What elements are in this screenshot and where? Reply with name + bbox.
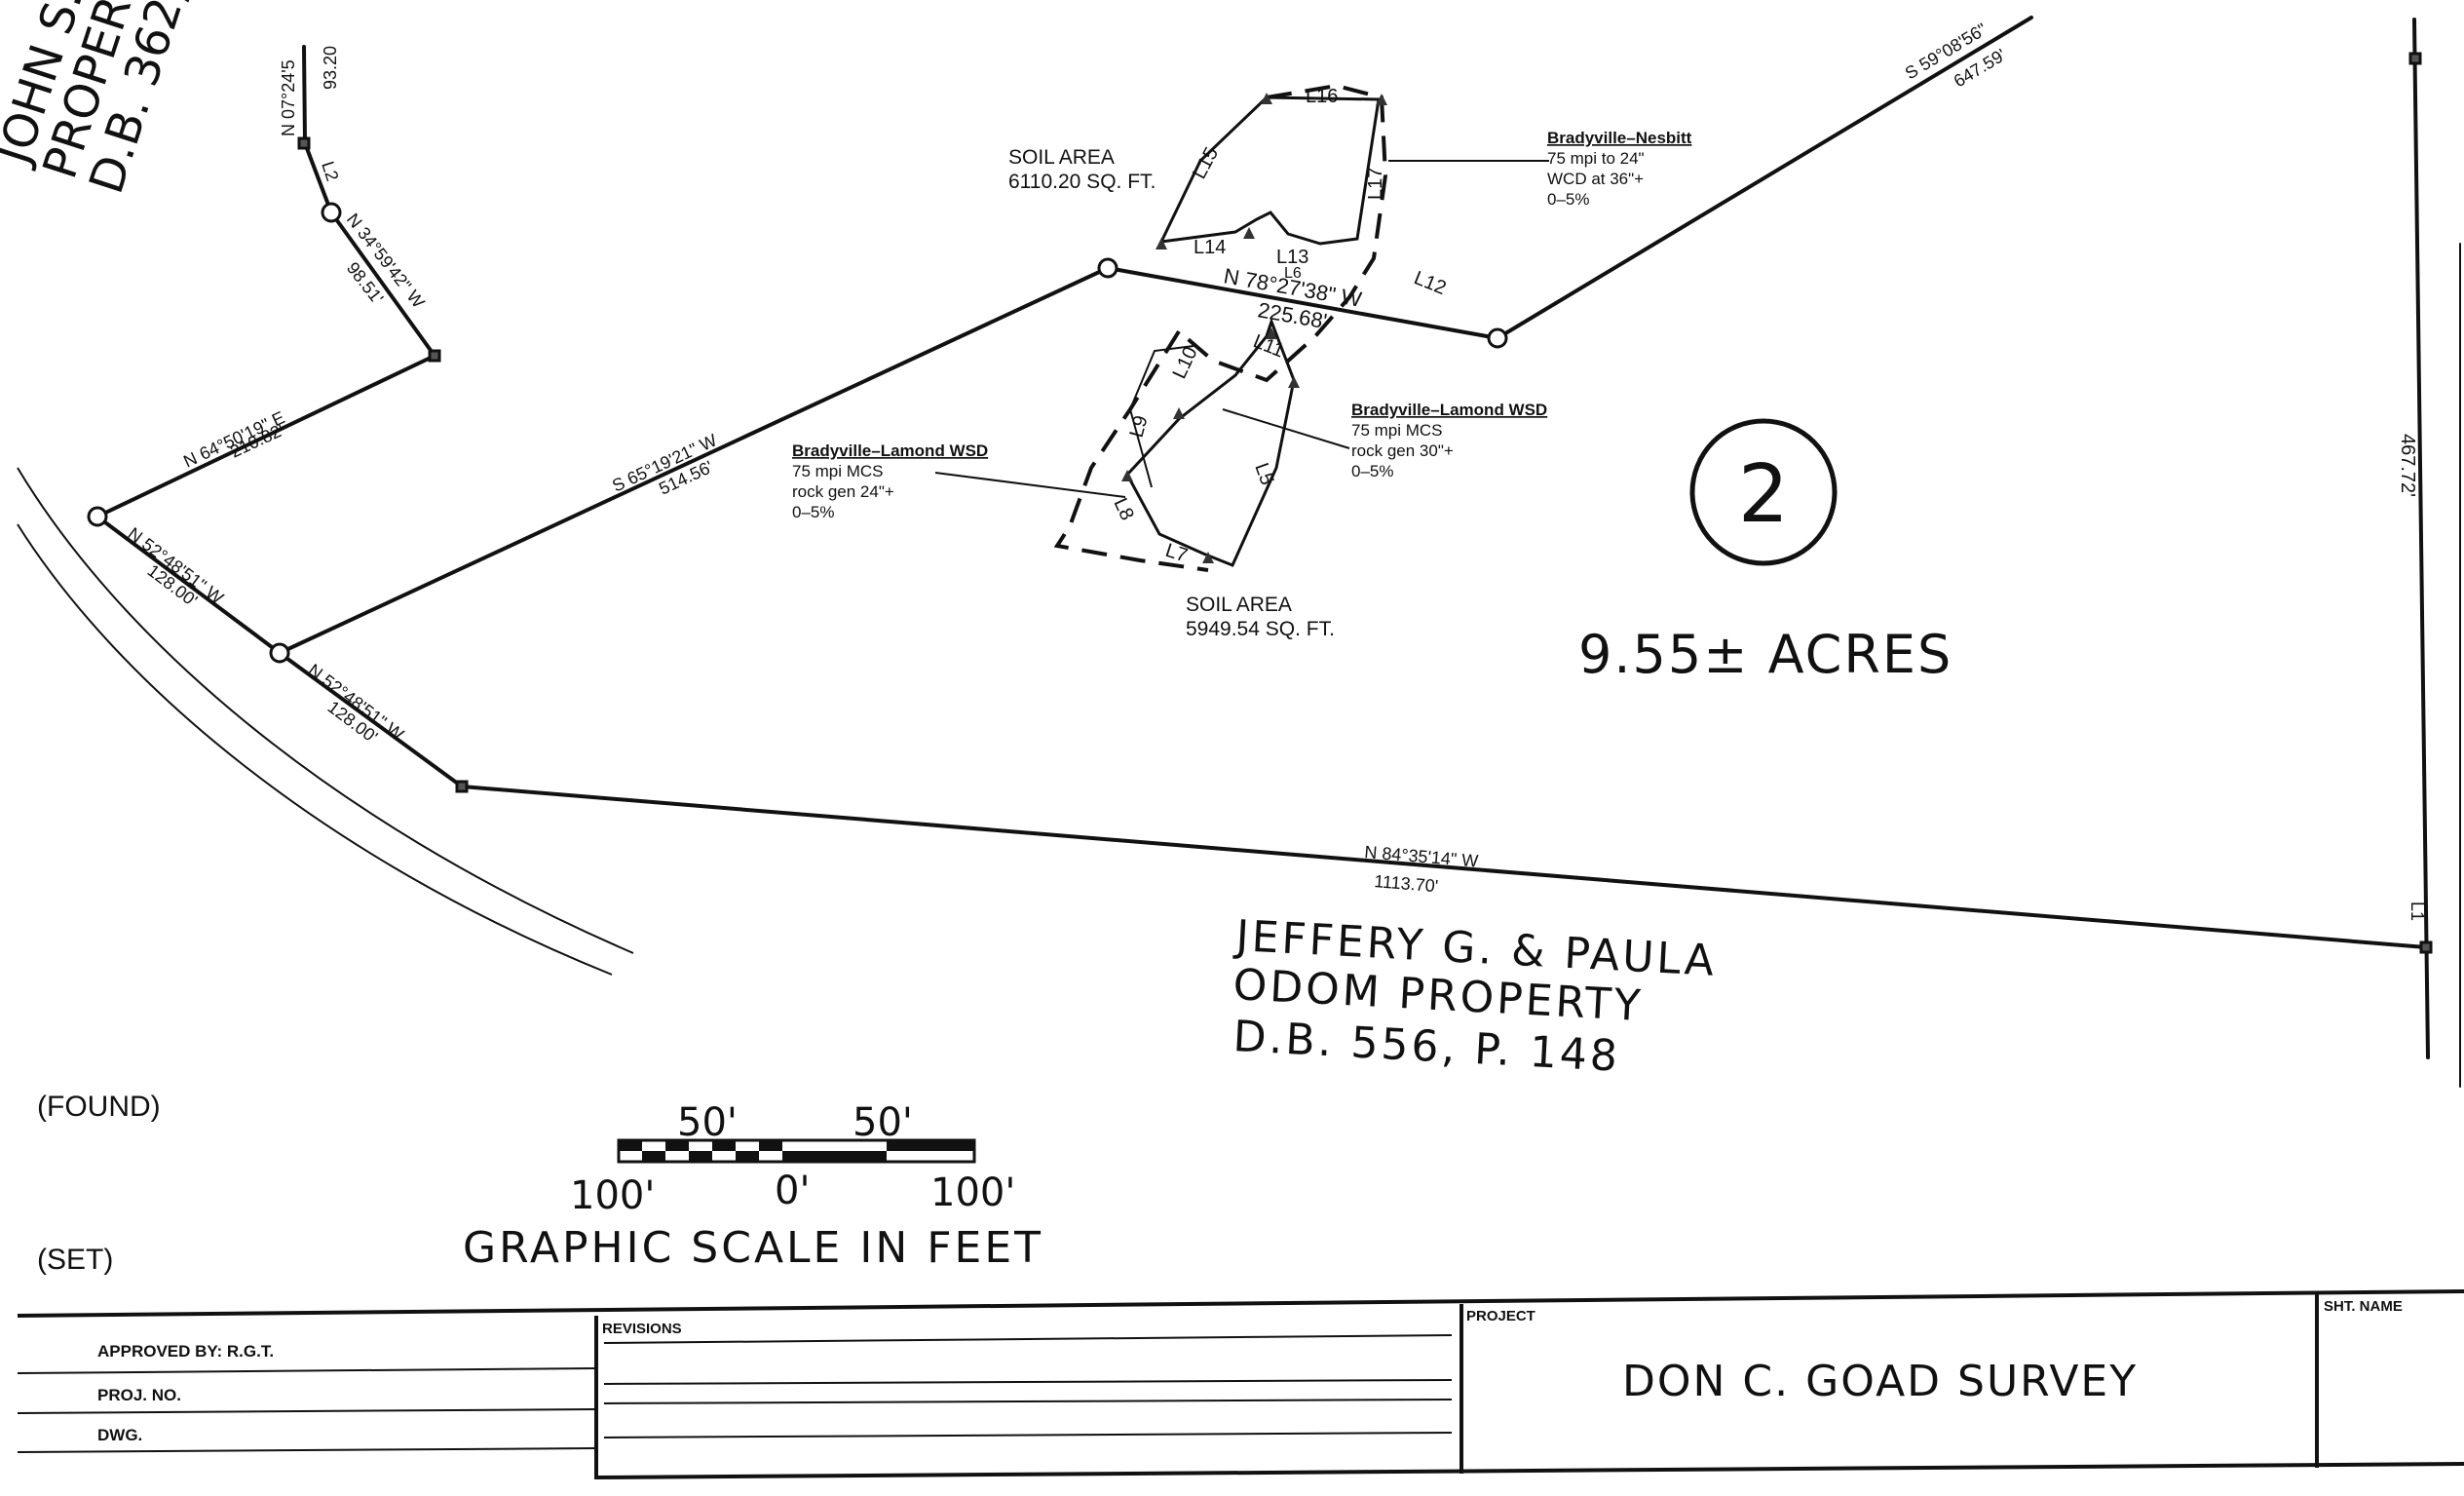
- road-right-of-way: [17, 467, 634, 976]
- legend-set: (SET): [37, 1244, 113, 1276]
- boundary-course-s65: [278, 266, 1110, 655]
- course-distance: 467.72': [2397, 434, 2418, 497]
- boundary-lines: [95, 16, 2461, 1088]
- scale-label: 100': [930, 1170, 1015, 1215]
- soil-notes: Bradyville–Nesbitt 75 mpi to 24" WCD at …: [792, 129, 1692, 521]
- scale-label: 100': [570, 1173, 655, 1218]
- soil-area-labels: SOIL AREA 6110.20 SQ. FT. SOIL AREA 5949…: [1008, 146, 1335, 640]
- scale-caption: GRAPHIC SCALE IN FEET: [463, 1223, 1043, 1273]
- monument-set: [297, 136, 311, 150]
- title-block: [17, 1289, 2464, 1479]
- monument-found: [269, 642, 290, 664]
- soil-note-line: 0–5%: [1351, 462, 1393, 480]
- line-label: L5: [1250, 460, 1277, 487]
- leader-lines: [934, 160, 1549, 498]
- course-label: L2: [318, 159, 342, 183]
- soil-note-line: rock gen 24"+: [792, 482, 894, 501]
- soil-note-name: Bradyville–Lamond WSD: [792, 441, 988, 460]
- soil-note-line: WCD at 36"+: [1547, 170, 1644, 188]
- boundary-course-n64: [95, 354, 436, 518]
- soil-area-title: SOIL AREA: [1186, 594, 1292, 616]
- boundary-course-l2: [303, 141, 333, 214]
- adjoiner-north: JOHN S. PROPERT D.B. 362,: [0, 0, 198, 200]
- monument-set: [455, 780, 469, 793]
- soil-note-line: 0–5%: [1547, 190, 1589, 209]
- soil-area-south: [1053, 317, 1296, 572]
- soil-note-name: Bradyville–Nesbitt: [1547, 129, 1692, 147]
- soil-note-line: rock gen 30"+: [1351, 441, 1454, 460]
- soil-area-title: SOIL AREA: [1008, 146, 1115, 169]
- monument-found: [1487, 327, 1508, 349]
- boundary-course-n07: [302, 45, 307, 145]
- title-proj-no: PROJ. NO.: [97, 1386, 181, 1404]
- boundary-course-n34: [329, 211, 436, 358]
- soil-area-size: 5949.54 SQ. FT.: [1186, 618, 1335, 640]
- line-label: L6: [1284, 265, 1302, 282]
- boundary-course-east: [2412, 18, 2430, 1059]
- boundary-course-n78: [1106, 266, 1499, 340]
- line-label: L16: [1306, 86, 1338, 107]
- line-label: L14: [1194, 237, 1226, 258]
- monument-set: [2419, 940, 2433, 954]
- line-label: L9: [1126, 413, 1153, 440]
- line-label: L13: [1276, 247, 1308, 268]
- soil-note-line: 75 mpi MCS: [1351, 421, 1443, 440]
- soil-vertex-markers: [1121, 93, 1387, 563]
- monument-set: [428, 349, 441, 363]
- boundary-course-s59: [1496, 16, 2033, 340]
- lot-number: 2: [1738, 448, 1789, 541]
- line-label: L11: [1250, 330, 1287, 362]
- soil-note-line: 75 mpi MCS: [792, 462, 884, 480]
- course-distance: 93.20: [321, 46, 340, 90]
- course-distance: 1113.70': [1374, 871, 1439, 896]
- monument-set: [2408, 52, 2422, 65]
- title-project-label: PROJECT: [1466, 1308, 1535, 1324]
- monuments: [87, 52, 2433, 954]
- monument-found: [1097, 257, 1118, 279]
- soil-note-name: Bradyville–Lamond WSD: [1351, 401, 1547, 419]
- line-label: L8: [1109, 495, 1137, 523]
- graphic-scale: 50' 50' 100' 0' 100' GRAPHIC SCALE IN FE…: [463, 1100, 1043, 1273]
- soil-note-line: 0–5%: [792, 503, 834, 521]
- title-revisions: REVISIONS: [602, 1321, 682, 1337]
- title-block-text: APPROVED BY: R.G.T. PROJ. NO. DWG. REVIS…: [97, 1298, 2403, 1444]
- title-approved: APPROVED BY: R.G.T.: [97, 1342, 274, 1361]
- line-labels: L16 L15 L17 L14 L13 L12 L11 L10 L9 L8 L7…: [1109, 86, 1449, 567]
- soil-area-size: 6110.20 SQ. FT.: [1008, 171, 1156, 193]
- line-label: L17: [1365, 168, 1386, 200]
- boundary-course-n52-b: [278, 651, 464, 788]
- monument-found: [87, 506, 108, 527]
- title-dwg: DWG.: [97, 1426, 142, 1444]
- course-bearing: N 07°24'5: [279, 59, 298, 136]
- scale-label: 50': [677, 1100, 738, 1145]
- monument-found: [321, 202, 342, 223]
- course-label: L1: [2407, 901, 2427, 921]
- scale-label: 50': [853, 1100, 913, 1145]
- title-project-name: DON C. GOAD SURVEY: [1622, 1357, 2138, 1406]
- title-sheet-name: SHT. NAME: [2324, 1298, 2403, 1315]
- adjoiner-south: JEFFERY G. & PAULA ODOM PROPERTY D.B. 55…: [1232, 911, 1718, 1082]
- boundary-course-n52-a: [95, 515, 282, 655]
- scale-label: 0': [775, 1169, 810, 1213]
- line-label: L12: [1411, 267, 1449, 299]
- lot-area: 9.55± ACRES: [1578, 624, 1952, 685]
- soil-note-line: 75 mpi to 24": [1547, 149, 1645, 168]
- lot-number-circle: [1689, 418, 1838, 566]
- boundary-course-n84: [460, 785, 2428, 949]
- legend-found: (FOUND): [37, 1091, 161, 1123]
